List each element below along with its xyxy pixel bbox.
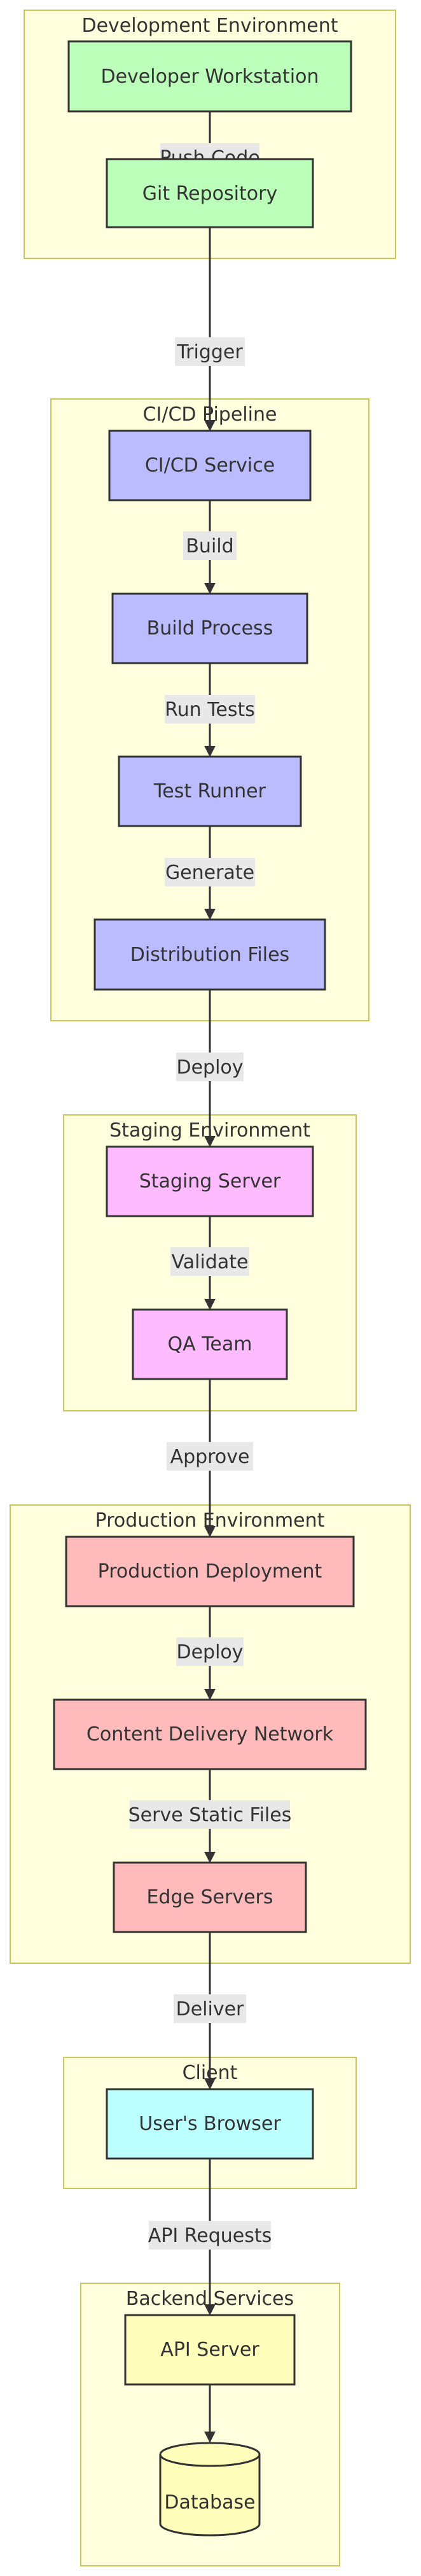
svg-text:Git Repository: Git Repository [142,183,277,205]
svg-text:Database: Database [164,2491,255,2514]
svg-text:Staging Server: Staging Server [139,1170,281,1193]
nodes: Developer Workstation Git Repository CI/… [53,40,367,2537]
node-distribution-files: Distribution Files [93,918,326,991]
svg-text:Distribution Files: Distribution Files [130,944,289,966]
edge-label-trigger: Trigger [176,341,243,363]
edge-label-deploy-cdn: Deploy [176,1641,243,1663]
edge-label-approve: Approve [170,1446,250,1468]
node-developer-workstation: Developer Workstation [67,40,352,113]
node-production-deployment: Production Deployment [65,1536,355,1607]
svg-text:Test Runner: Test Runner [153,780,266,802]
node-cicd-service: CI/CD Service [108,430,312,501]
edge-label-generate: Generate [165,862,254,884]
node-staging-server: Staging Server [106,1145,314,1217]
svg-text:User's Browser: User's Browser [139,2113,281,2135]
svg-text:QA Team: QA Team [168,1333,252,1355]
node-test-runner: Test Runner [118,755,302,827]
node-build-process: Build Process [111,592,308,664]
edge-label-build: Build [186,535,233,557]
edge-label-validate: Validate [172,1251,249,1273]
svg-text:Production Deployment: Production Deployment [98,1560,322,1583]
node-git-repository: Git Repository [106,158,314,228]
edge-label-serve-static-files: Serve Static Files [128,1804,292,1826]
svg-text:Build Process: Build Process [147,617,273,640]
svg-text:API Server: API Server [160,2339,259,2361]
svg-text:Content Delivery Network: Content Delivery Network [86,1723,334,1746]
edge-label-deliver: Deliver [176,1998,244,2020]
node-users-browser: User's Browser [106,2088,314,2160]
edge-label-deploy-staging: Deploy [176,1056,243,1079]
node-database-cylinder: Database [159,2442,261,2537]
node-content-delivery-network: Content Delivery Network [53,1698,367,1770]
node-edge-servers: Edge Servers [113,1861,307,1933]
edge-label-run-tests: Run Tests [165,699,255,721]
cluster-development-label: Development Environment [81,15,338,37]
node-api-server: API Server [124,2314,296,2386]
svg-text:CI/CD Service: CI/CD Service [145,454,275,477]
node-qa-team: QA Team [132,1308,288,1380]
edge-label-api-requests: API Requests [148,2225,272,2247]
svg-text:Edge Servers: Edge Servers [146,1886,273,1908]
svg-text:Developer Workstation: Developer Workstation [100,66,319,88]
edge-labels: Push Code Trigger Build Run Tests Genera… [128,143,292,2250]
